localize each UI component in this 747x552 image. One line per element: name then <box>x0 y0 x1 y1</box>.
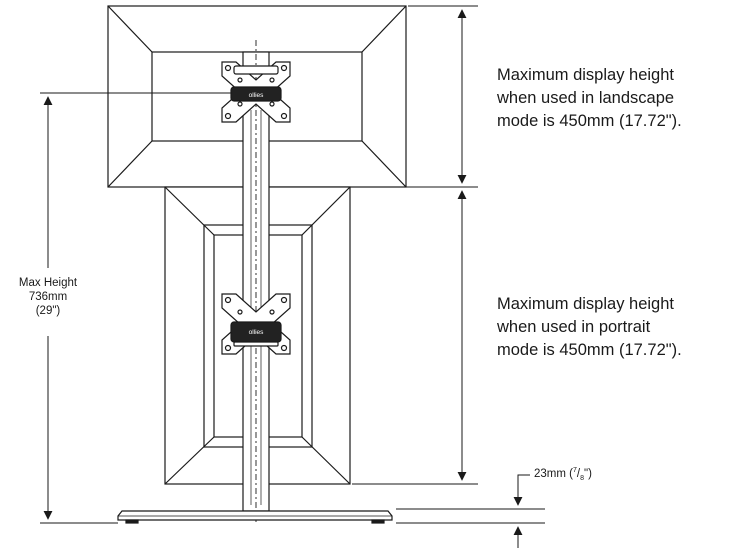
max-height-line3: (29") <box>35 305 61 317</box>
portrait-note-line1: Maximum display height <box>497 295 674 313</box>
vesa-bracket-upper <box>221 61 291 123</box>
bracket-logo-upper: ollies <box>249 92 265 99</box>
max-height-dimension <box>40 92 232 524</box>
base-thickness-dimension <box>396 474 545 548</box>
base-thickness-metric: 23mm <box>534 467 566 480</box>
vesa-bracket-lower <box>221 293 291 355</box>
portrait-note-line3: mode is 450mm (17.72"). <box>497 341 682 359</box>
landscape-note-line3: mode is 450mm (17.72"). <box>497 112 682 130</box>
base-thickness-label: 23mm (7/8") <box>534 467 592 483</box>
max-height-line2: 736mm <box>28 291 68 303</box>
max-height-label: Max Height 736mm (29") <box>14 276 82 318</box>
portrait-note-line2: when used in portrait <box>497 318 651 336</box>
landscape-note-line1: Maximum display height <box>497 66 674 84</box>
portrait-note: Maximum display height when used in port… <box>497 293 682 362</box>
portrait-height-dimension <box>352 186 478 485</box>
bracket-logo-lower: ollies <box>249 329 265 336</box>
landscape-note: Maximum display height when used in land… <box>497 64 682 133</box>
landscape-note-line2: when used in landscape <box>497 89 675 107</box>
base-thickness-denominator: 8 <box>580 475 584 483</box>
landscape-height-dimension <box>408 5 478 188</box>
max-height-line1: Max Height <box>18 277 78 289</box>
base-thickness-numerator: 7 <box>572 467 577 474</box>
stand-base <box>117 510 393 524</box>
